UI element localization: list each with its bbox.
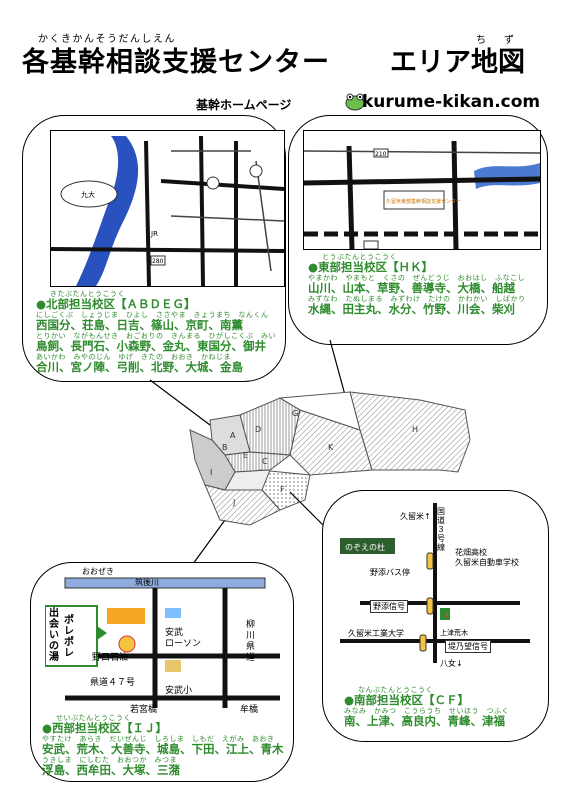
south-label-kurume: 久留米↑: [400, 512, 431, 521]
north-heading: ●北部担当校区【ＡＢＤＥＧ】: [36, 297, 196, 311]
west-row-ruby: うきしま にしむた おおつか みつま: [42, 756, 177, 764]
page-title-area: エリア地図: [390, 47, 525, 78]
south-label-kamitsu: 上津荒木: [440, 629, 468, 637]
west-row-ruby: やすたけ あらき だいぜんじ しろしま しもだ えがみ あおき: [42, 735, 275, 743]
east-row: 水縄、田主丸、水分、竹野、川会、柴刈: [308, 302, 515, 316]
north-school-list: きたぶたんとうこうく ●北部担当校区【ＡＢＤＥＧ】 にしごくぶ しょうじま ひよ…: [36, 290, 276, 374]
west-label-chikugo: 筑後川: [135, 578, 159, 587]
east-row-ruby: みずなわ たぬしまる みずわけ たけの かわかい しばかり: [308, 295, 526, 303]
west-row: 浮島、西牟田、大塚、三潴: [42, 763, 180, 777]
east-label-center: 久留米東部基幹相談支援センター: [386, 198, 461, 205]
south-label-kagi: 花畑高校: [455, 548, 487, 557]
region-letter-d: D: [255, 425, 261, 434]
west-label-porepore: ポレポレ: [64, 615, 74, 659]
north-map: 九大 筑後川 JR 280: [50, 130, 285, 287]
region-letter-a: A: [230, 431, 236, 440]
south-label-nozomi: のぞえの杜: [345, 542, 385, 552]
east-school-list: とうぶたんとうこうく ●東部担当校区【ＨＫ】 やまかわ やまもと くさの ぜんど…: [308, 253, 526, 316]
east-heading: ●東部担当校区【ＨＫ】: [308, 260, 434, 274]
east-row: 山川、山本、草野、善導寺、大橋、船越: [308, 281, 515, 295]
north-row-ruby: あいかわ みやのじん ゆげ きたの おおき かねじま: [36, 353, 231, 361]
east-heading-ruby: とうぶたんとうこうく: [322, 253, 397, 261]
east-row-ruby: やまかわ やまもと くさの ぜんどうじ おおはし ふなこし: [308, 274, 526, 282]
homepage-label: 基幹ホームページ: [196, 98, 292, 112]
west-label-lawson: ローソン: [165, 639, 202, 649]
region-letter-e: E: [243, 451, 248, 460]
west-label-anbu-sho: 安武小: [165, 686, 193, 696]
title-ruby: かくきかんそうだんしえん: [38, 34, 176, 45]
west-map: [45, 568, 280, 708]
west-label-oozeki: おおぜき: [82, 567, 114, 576]
south-label-bus: 野添バス停: [370, 568, 410, 577]
west-label-yanagawa: 柳川県道: [246, 620, 256, 663]
west-heading-ruby: せいぶたんとうこうく: [56, 714, 131, 722]
south-label-univ: 久留米工業大学: [348, 629, 404, 638]
region-letter-i: I: [210, 468, 212, 477]
west-label-noguchi: 野口石油: [92, 653, 129, 663]
region-letter-k: K: [328, 443, 334, 452]
site-url-link[interactable]: kurume-kikan.com: [362, 92, 541, 112]
title-area-ruby: ちず: [476, 35, 532, 46]
north-row-ruby: にしごくぶ しょうじま ひよし ささやま きょうまち なんくん: [36, 311, 269, 319]
south-heading-ruby: なんぶたんとうこうく: [358, 686, 433, 694]
south-label-yame: 八女↓: [440, 659, 463, 668]
south-school-list: なんぶたんとうこうく ●南部担当校区【ＣＦ】 みなみ かみつ こうらうち せいほ…: [344, 686, 509, 728]
south-row: 南、上津、高良内、青峰、津福: [344, 714, 505, 728]
north-label-kyudai: 九大: [81, 190, 95, 199]
south-label-route: 国道３号線: [437, 507, 445, 552]
region-letter-h: H: [412, 425, 418, 434]
west-label-wakamiya: 若宮橋: [130, 705, 158, 715]
region-letter-g: G: [292, 409, 298, 418]
north-heading-ruby: きたぶたんとうこうく: [50, 290, 125, 298]
region-letter-f: F: [280, 485, 285, 494]
east-map: 210 久留米東部基幹相談支援センター: [303, 130, 541, 250]
south-label-signal: 野添信号: [370, 600, 408, 613]
north-row-ruby: とりかい ながもんせき おごおりの きんまる ひがしこくぶ みい: [36, 332, 276, 340]
east-label-route: 210: [375, 151, 387, 158]
west-bubble: [30, 562, 294, 782]
west-heading: ●西部担当校区【ＩＪ】: [42, 721, 168, 735]
south-heading: ●南部担当校区【ＣＦ】: [344, 693, 470, 707]
svg-text:7: 7: [444, 611, 449, 620]
west-row: 安武、荒木、大善寺、城島、下田、江上、青木: [42, 742, 284, 756]
south-label-hatsumi: 堤乃望信号: [445, 640, 491, 653]
west-label-anbu: 安武: [165, 628, 184, 638]
south-label-car-school: 久留米自動車学校: [455, 558, 519, 567]
west-school-list: せいぶたんとうこうく ●西部担当校区【ＩＪ】 やすたけ あらき だいぜんじ しろ…: [42, 714, 284, 777]
region-letter-c: C: [262, 457, 268, 466]
page-title: 各基幹相談支援センター: [22, 47, 330, 78]
north-row: 西国分、荘島、日吉、篠山、京町、南薫: [36, 318, 243, 332]
region-letter-j: J: [232, 498, 235, 507]
west-label-ushi: 牟橋: [240, 705, 259, 715]
west-label-deai: 出会いの湯: [49, 608, 59, 663]
south-map: のぞえの杜 7: [340, 503, 530, 683]
west-label-kendo47: 県道４７号: [90, 678, 136, 688]
north-label-jr: JR: [150, 230, 158, 238]
north-label-280: 280: [152, 258, 164, 265]
south-row-ruby: みなみ かみつ こうらうち せいほう つふく: [344, 707, 509, 715]
frog-mascot-icon: [345, 93, 365, 111]
region-letter-b: B: [222, 443, 228, 452]
north-row: 合川、宮ノ陣、弓削、北野、大城、金島: [36, 360, 243, 374]
north-row: 鳥飼、長門石、小森野、金丸、東国分、御井: [36, 339, 266, 353]
